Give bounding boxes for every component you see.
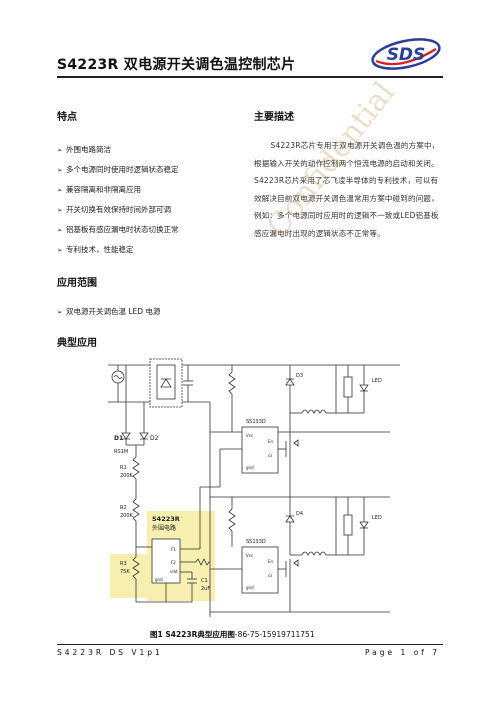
- footer-doc-id: S4223R DS V1p1: [57, 648, 163, 657]
- pin-gnd-lower: gnd: [246, 585, 254, 590]
- application-item: ➢双电源开关调色温 LED 电源: [57, 307, 161, 316]
- title-divider: [57, 76, 443, 78]
- circuit-diagram: D1 D2 RS1M R1 200K R2 200K S4223R 外围电路 R…: [108, 358, 400, 617]
- label-chip-sub: 外围电路: [152, 524, 176, 532]
- label-d4: D4: [296, 511, 303, 517]
- label-d2: D2: [150, 435, 159, 442]
- label-r1: R1: [120, 465, 127, 471]
- value-r1: 200K: [120, 473, 134, 479]
- sds-logo: SDS: [371, 38, 441, 70]
- footer-divider: [57, 644, 443, 645]
- label-r3: R3: [120, 561, 127, 567]
- pin-gnd: gnd: [155, 577, 163, 582]
- pin-vcc-lower: Vcc: [246, 553, 253, 558]
- feature-item: ➢开关切换有效保持时间外部可调: [57, 205, 171, 214]
- label-d3: D3: [296, 373, 303, 379]
- pin-gnd-upper: gnd: [246, 465, 254, 470]
- footer-page-number: Page 1 of 7: [365, 648, 441, 657]
- label-d1: D1: [114, 435, 123, 442]
- pin-cs-lower: cs: [268, 573, 272, 578]
- pin-vdd: vdd: [170, 569, 178, 574]
- feature-item: ➢多个电源同时使用时逻辑状态稳定: [57, 165, 179, 174]
- pin-en-lower: En: [268, 559, 274, 564]
- label-led-upper: LED: [372, 378, 382, 384]
- chip-highlight-left: [110, 554, 147, 598]
- document-title: S4223R 双电源开关调色温控制芯片: [57, 57, 296, 73]
- label-r2: R2: [120, 505, 127, 511]
- description-heading: 主要描述: [254, 112, 294, 123]
- figure-caption: 图1 S4223R典型应用图-86-75-15919711751: [150, 630, 315, 639]
- value-r2: 200K: [120, 513, 134, 519]
- applications-heading: 应用范围: [57, 278, 97, 289]
- logo-text: SDS: [387, 45, 426, 65]
- pin-en-upper: En: [268, 439, 274, 444]
- features-heading: 特点: [57, 112, 77, 123]
- description-text: S4223R芯片专用于双电源开关调色温的方案中，根据输入开关的动作控制两个恒流电…: [254, 141, 440, 238]
- label-rs1m: RS1M: [114, 449, 128, 455]
- typical-app-heading: 典型应用: [57, 338, 97, 349]
- feature-item: ➢专利技术，性能稳定: [57, 245, 134, 254]
- feature-item: ➢兼容隔离和非隔离应用: [57, 185, 141, 194]
- feature-item: ➢外围电路简洁: [57, 145, 111, 154]
- pin-f1: F1: [171, 547, 176, 552]
- label-chip: S4223R: [152, 515, 180, 523]
- label-led-lower: LED: [372, 515, 382, 521]
- feature-item: ➢铝基板有感应漏电时状态切换正常: [57, 225, 179, 234]
- label-c1: C1: [201, 578, 208, 584]
- label-ctrl-lower: S5133D: [246, 539, 266, 545]
- value-r3: 75K: [120, 569, 130, 575]
- pin-cs-upper: cs: [268, 453, 272, 458]
- pin-f2: F2: [171, 560, 176, 565]
- value-c1: 2uF: [201, 586, 210, 592]
- label-ctrl-upper: S5133D: [246, 419, 266, 425]
- pin-vcc-upper: Vcc: [246, 433, 253, 438]
